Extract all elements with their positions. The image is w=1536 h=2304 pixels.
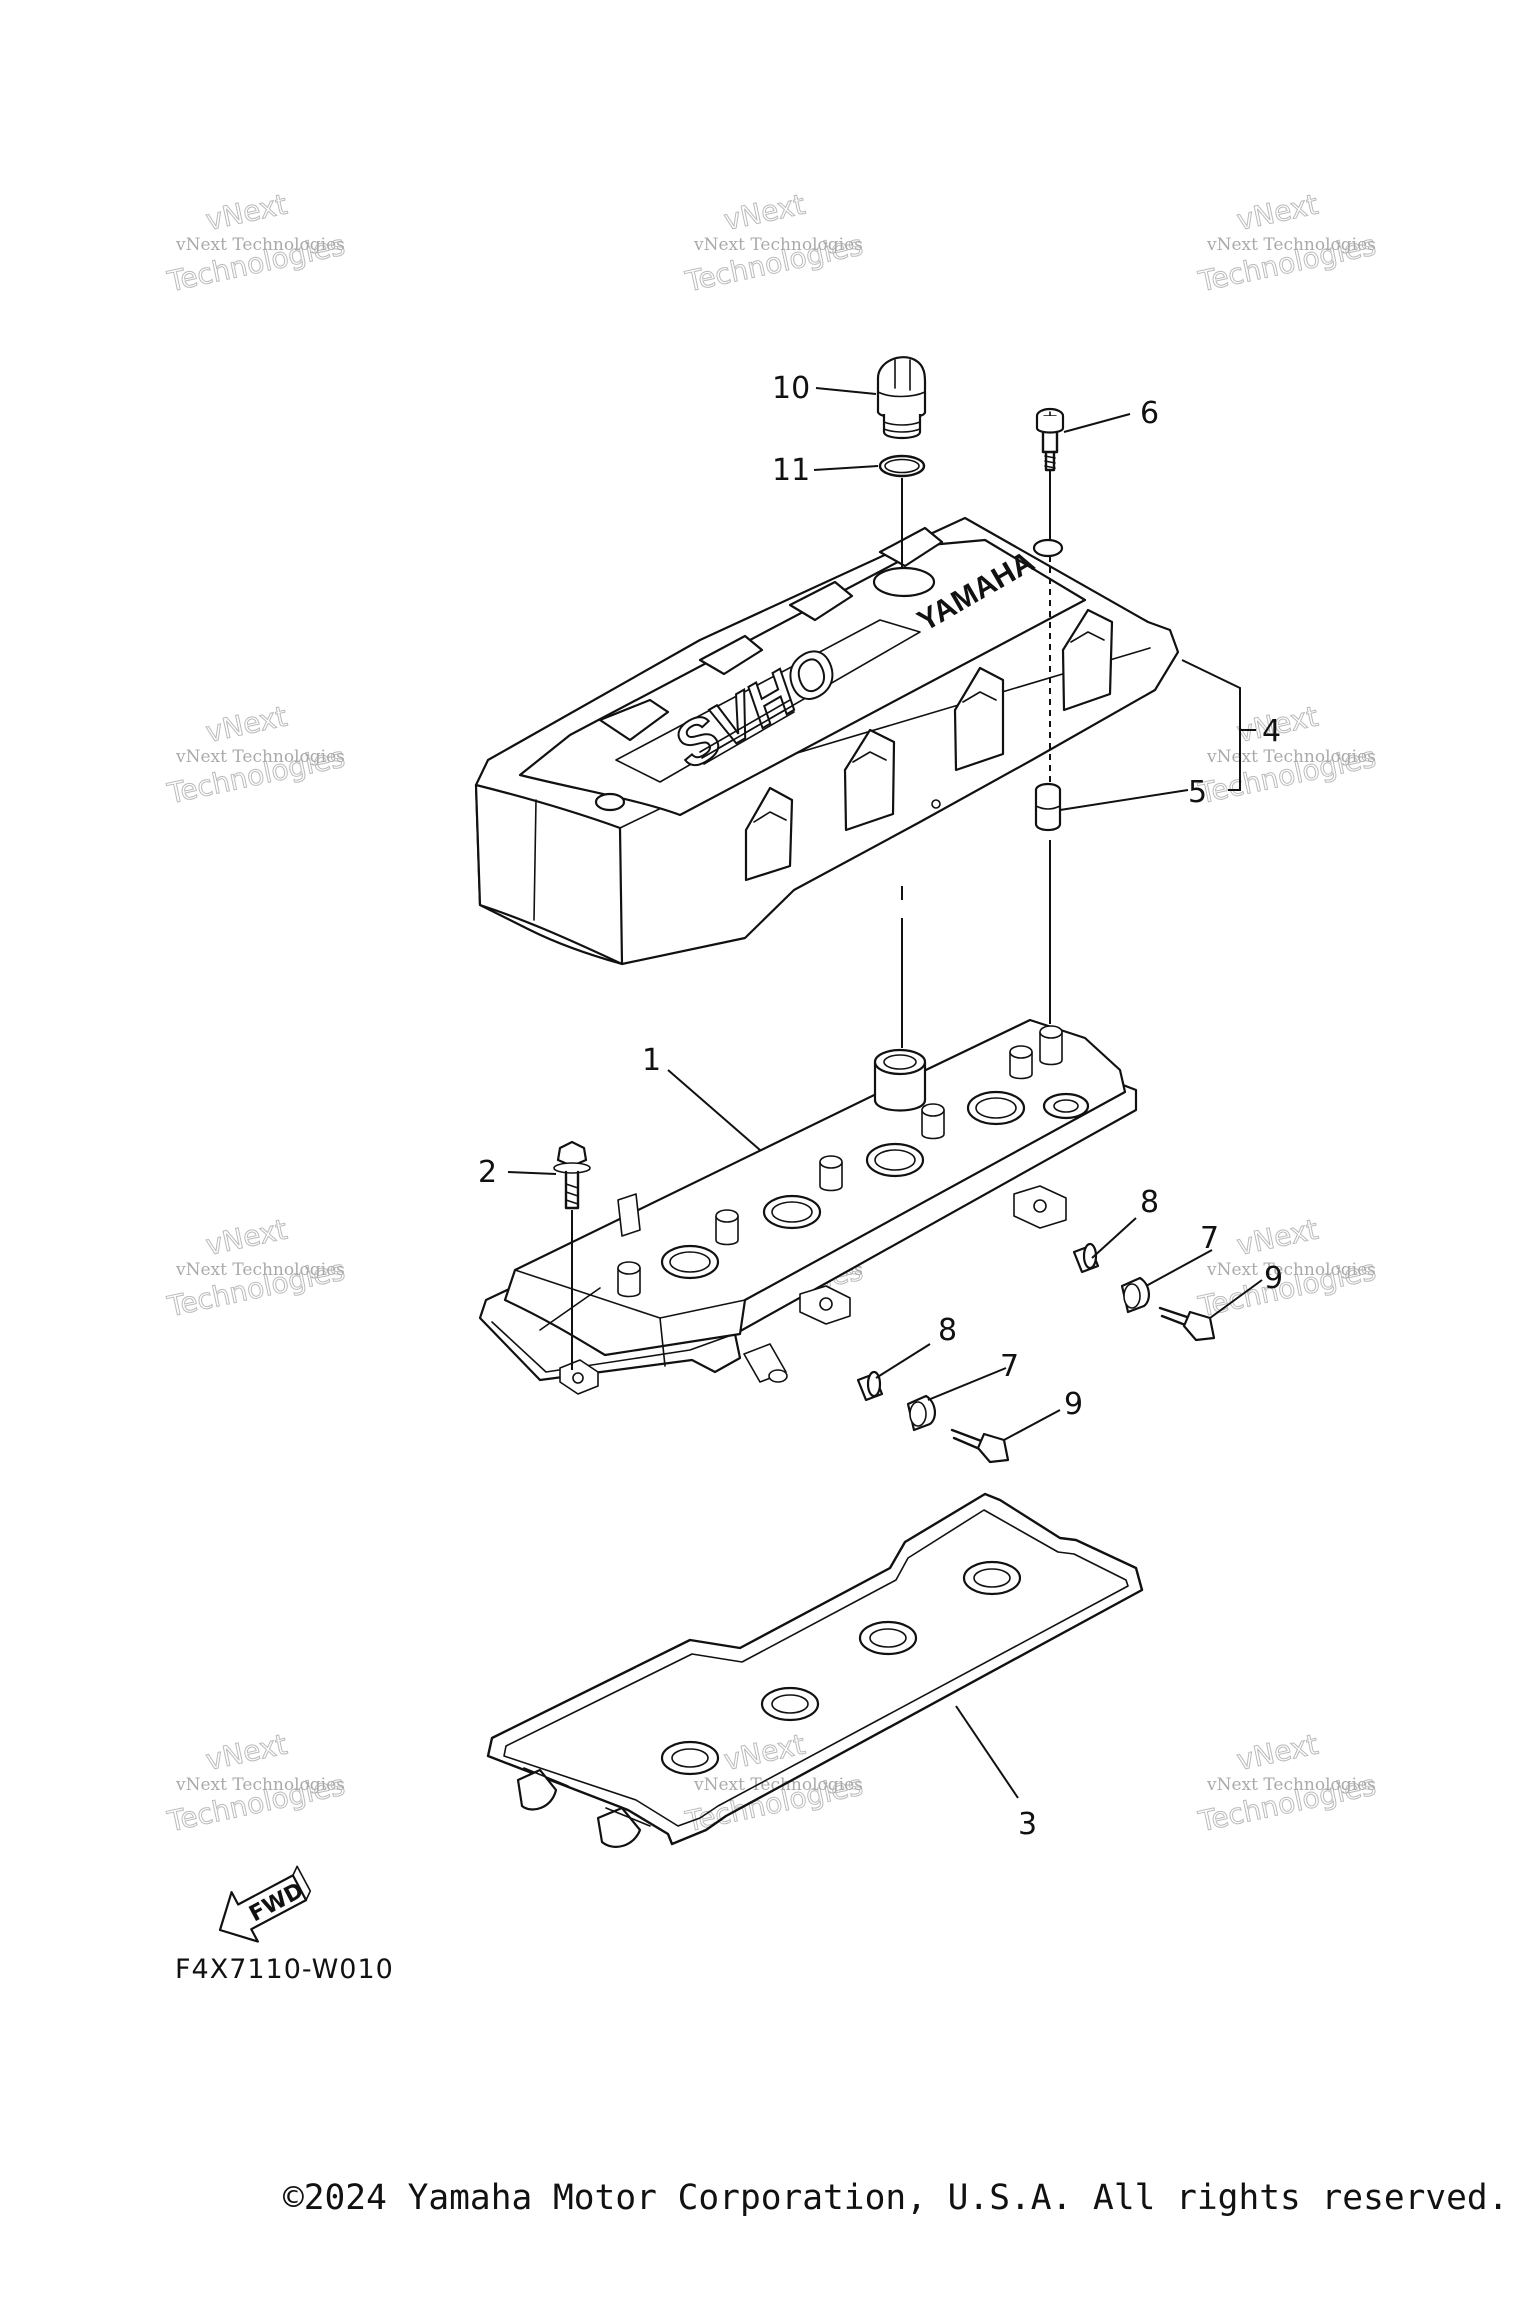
svg-text:vNext Technologies: vNext Technologies — [693, 1775, 863, 1795]
engine-top-cover: YAMAHA SVHO — [474, 516, 1180, 966]
callout-9b[interactable]: 9 — [1064, 1387, 1083, 1422]
diagram-code: F4X7110-W010 — [175, 1954, 394, 1985]
callout-8a[interactable]: 8 — [1140, 1185, 1159, 1220]
svg-text:vNext Technologies: vNext Technologies — [1206, 1260, 1376, 1280]
callout-5[interactable]: 5 — [1188, 775, 1207, 810]
assembly-lines — [571, 470, 1051, 1370]
svg-text:vNext Technologies: vNext Technologies — [175, 1775, 345, 1795]
svg-text:vNext Technologies: vNext Technologies — [693, 235, 863, 255]
o-ring — [878, 454, 926, 478]
callout-3[interactable]: 3 — [1018, 1807, 1037, 1842]
callout-7b[interactable]: 7 — [1000, 1349, 1019, 1384]
svg-text:vNext: vNext — [721, 1728, 808, 1777]
watermarks: vNext Technologies vNext Technologies vN… — [163, 187, 1379, 1839]
watermark: vNext Technologies vNext Technologies — [163, 1727, 348, 1839]
svg-text:vNext: vNext — [1234, 188, 1321, 237]
head-cover-gasket — [486, 1492, 1144, 1848]
callout-7a[interactable]: 7 — [1200, 1221, 1219, 1256]
svg-text:vNext: vNext — [721, 188, 808, 237]
callout-6[interactable]: 6 — [1140, 396, 1159, 431]
fastener-set-right — [1072, 1242, 1216, 1342]
grommet — [1034, 782, 1062, 832]
watermark: vNext Technologies vNext Technologies — [1194, 1727, 1379, 1839]
watermark: vNext Technologies vNext Technologies — [1194, 187, 1379, 299]
svg-text:vNext Technologies: vNext Technologies — [175, 235, 345, 255]
svg-text:vNext Technologies: vNext Technologies — [175, 1260, 345, 1280]
svg-text:vNext: vNext — [1234, 1213, 1321, 1262]
copyright-notice: ©2024 Yamaha Motor Corporation, U.S.A. A… — [283, 2178, 1509, 2218]
svg-text:vNext: vNext — [203, 1213, 290, 1262]
cam-ports — [660, 1090, 1026, 1280]
plug-seals — [660, 1560, 1022, 1776]
callout-4[interactable]: 4 — [1262, 714, 1281, 749]
callout-10[interactable]: 10 — [772, 371, 810, 406]
svg-text:vNext Technologies: vNext Technologies — [1206, 1775, 1376, 1795]
svg-text:vNext Technologies: vNext Technologies — [1206, 747, 1376, 767]
svg-text:vNext Technologies: vNext Technologies — [175, 747, 345, 767]
callouts: 10 11 6 4 5 1 2 8 7 9 8 7 9 3 — [478, 371, 1283, 1842]
cover-bolt — [553, 1140, 591, 1210]
fwd-arrow-icon: FWD — [218, 1865, 312, 1943]
oil-filler-cap — [876, 356, 927, 440]
bolt-bosses — [617, 1025, 1063, 1298]
watermark: vNext Technologies vNext Technologies — [163, 1212, 348, 1324]
callout-11[interactable]: 11 — [772, 453, 810, 488]
callout-8b[interactable]: 8 — [938, 1313, 957, 1348]
svg-text:vNext Technologies: vNext Technologies — [1206, 235, 1376, 255]
cover-screw — [1035, 407, 1065, 472]
svg-text:vNext: vNext — [203, 700, 290, 749]
watermark: vNext Technologies vNext Technologies — [163, 187, 348, 299]
cylinder-head-cover — [478, 1018, 1138, 1395]
svg-text:vNext: vNext — [203, 1728, 290, 1777]
callout-1[interactable]: 1 — [642, 1043, 661, 1078]
fastener-set-left — [856, 1370, 1010, 1464]
svg-text:vNext: vNext — [1234, 1728, 1321, 1777]
callout-9a[interactable]: 9 — [1264, 1261, 1283, 1296]
watermark: vNext Technologies vNext Technologies — [1194, 699, 1379, 811]
callout-2[interactable]: 2 — [478, 1155, 497, 1190]
svg-text:vNext: vNext — [203, 188, 290, 237]
watermark: vNext Technologies vNext Technologies — [163, 699, 348, 811]
watermark: vNext Technologies vNext Technologies — [681, 187, 866, 299]
leader-lines — [507, 387, 1263, 1799]
